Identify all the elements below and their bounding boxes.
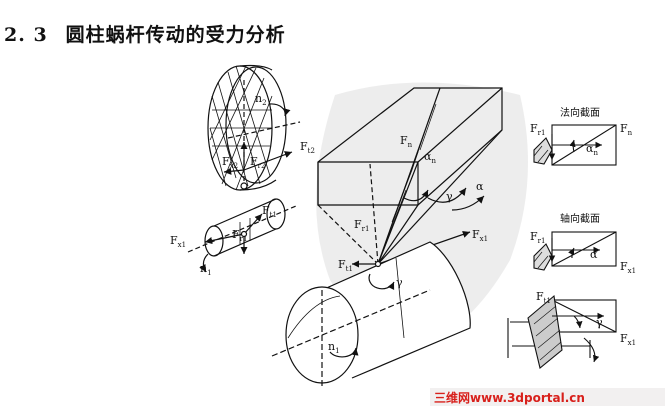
section-number: 2. 3 — [4, 24, 48, 46]
worm-wheel-drawing — [207, 64, 301, 191]
thread-view-diagram — [507, 294, 617, 369]
label-axial-fx1: Fx1 — [620, 260, 636, 275]
watermark: 三维网www.3dportal.cn — [434, 389, 585, 406]
label-fx1-main: Fx1 — [472, 228, 488, 243]
label-axial-alpha: α — [590, 248, 598, 261]
label-ft1-main: Ft1 — [338, 258, 353, 273]
section-heading: 2. 3 圆柱蜗杆传动的受力分析 — [4, 20, 286, 47]
label-fx2: Fx2 — [222, 155, 238, 170]
label-axial-fr1: Fr1 — [530, 230, 545, 245]
axial-section-diagram — [533, 231, 617, 271]
label-normal-fn: Fn — [620, 122, 633, 137]
small-worm-drawing — [187, 198, 297, 273]
label-fn-main: Fn — [400, 134, 413, 149]
label-n1-small: n1 — [200, 262, 212, 277]
watermark-prefix: 三维网 — [434, 391, 471, 405]
label-normal-alpha-n: αn — [586, 142, 598, 157]
label-thread-fx1: Fx1 — [620, 332, 636, 347]
label-thread-ft1: Ft1 — [536, 290, 551, 305]
watermark-url: www.3dportal.cn — [470, 391, 585, 405]
label-n2: n2 — [255, 92, 267, 107]
label-n1-main: n1 — [328, 340, 340, 355]
label-normal-fr1: Fr1 — [530, 122, 545, 137]
caption-axial-section: 轴向截面 — [560, 212, 600, 225]
label-gamma-cylinder: γ — [396, 276, 403, 289]
label-alpha-n-main: αn — [424, 150, 436, 165]
label-gamma-main: γ — [446, 190, 453, 203]
label-thread-gamma: γ — [596, 316, 603, 329]
label-fr1-main: Fr1 — [354, 218, 369, 233]
label-fr2: Fr2 — [250, 155, 265, 170]
label-alpha-main: α — [476, 180, 484, 193]
force-box-drawing — [317, 87, 503, 268]
section-title: 圆柱蜗杆传动的受力分析 — [65, 24, 286, 46]
label-ft2: Ft2 — [300, 140, 315, 155]
label-fx1-small: Fx1 — [170, 234, 186, 249]
caption-normal-section: 法向截面 — [560, 106, 600, 119]
worm-cylinder-drawing — [271, 241, 471, 388]
label-fr1-small: Fr1 — [232, 228, 247, 243]
watermark-bar — [430, 388, 665, 406]
normal-section-diagram — [533, 124, 617, 166]
label-ft1-small: Ft1 — [262, 204, 277, 219]
